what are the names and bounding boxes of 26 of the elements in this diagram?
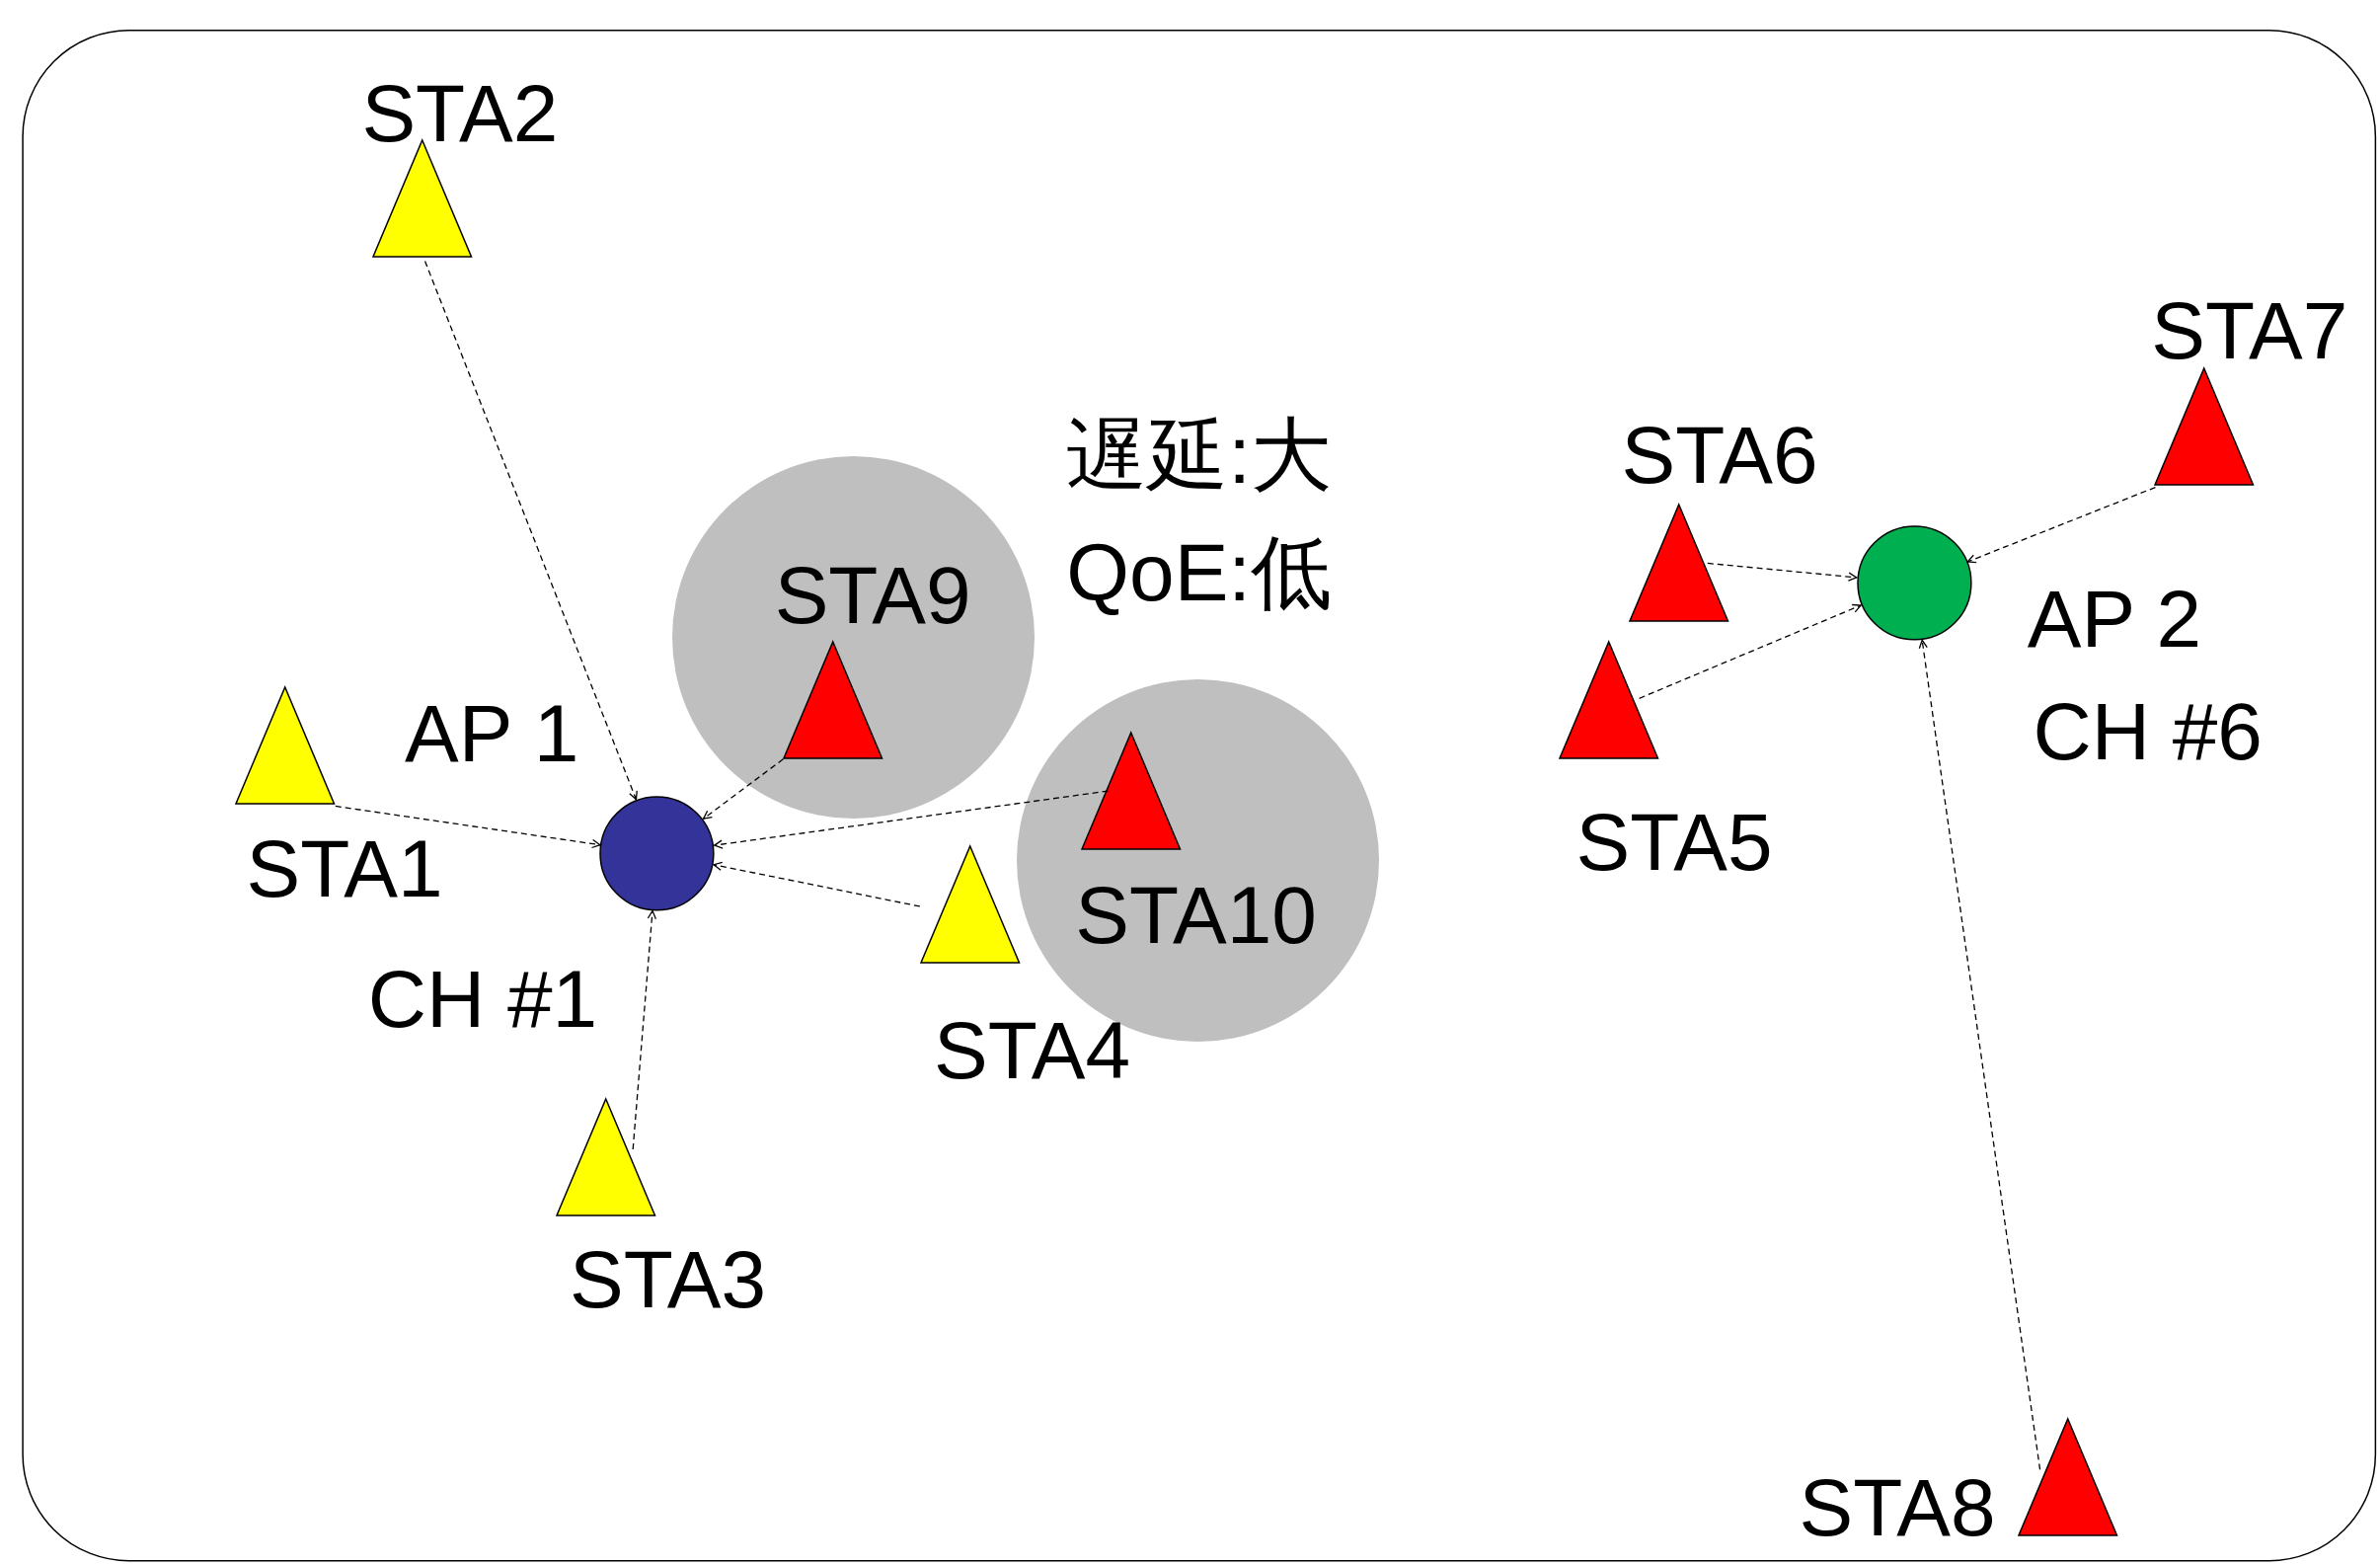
access-point-label: AP 2: [2027, 579, 2202, 661]
station-label: STA9: [774, 554, 971, 636]
channel-label: CH #1: [367, 958, 598, 1040]
arrow: [632, 909, 656, 1150]
station-label: STA6: [1621, 415, 1818, 497]
station-label: STA7: [2151, 290, 2348, 372]
arrow: [335, 805, 601, 849]
access-point-label: AP 1: [405, 692, 579, 774]
arrow: [1707, 562, 1858, 582]
annotation-text: 遅延:大: [1066, 415, 1333, 497]
arrow: [713, 861, 921, 907]
channel-label: CH #6: [2033, 691, 2263, 773]
arrow: [423, 260, 638, 801]
station-label: STA8: [1799, 1466, 1996, 1548]
arrow: [714, 790, 1110, 849]
station-label: STA4: [934, 1010, 1131, 1092]
station-label: STA1: [246, 827, 443, 909]
station-label: STA10: [1075, 875, 1317, 957]
arrow: [1918, 639, 2041, 1471]
station-label: STA2: [361, 73, 559, 155]
arrow: [702, 758, 785, 820]
station-label: STA3: [570, 1239, 767, 1321]
station-label: STA5: [1575, 802, 1773, 884]
annotation-text: QoE:低: [1066, 531, 1333, 613]
arrow: [1639, 603, 1862, 699]
arrow: [1966, 486, 2157, 564]
